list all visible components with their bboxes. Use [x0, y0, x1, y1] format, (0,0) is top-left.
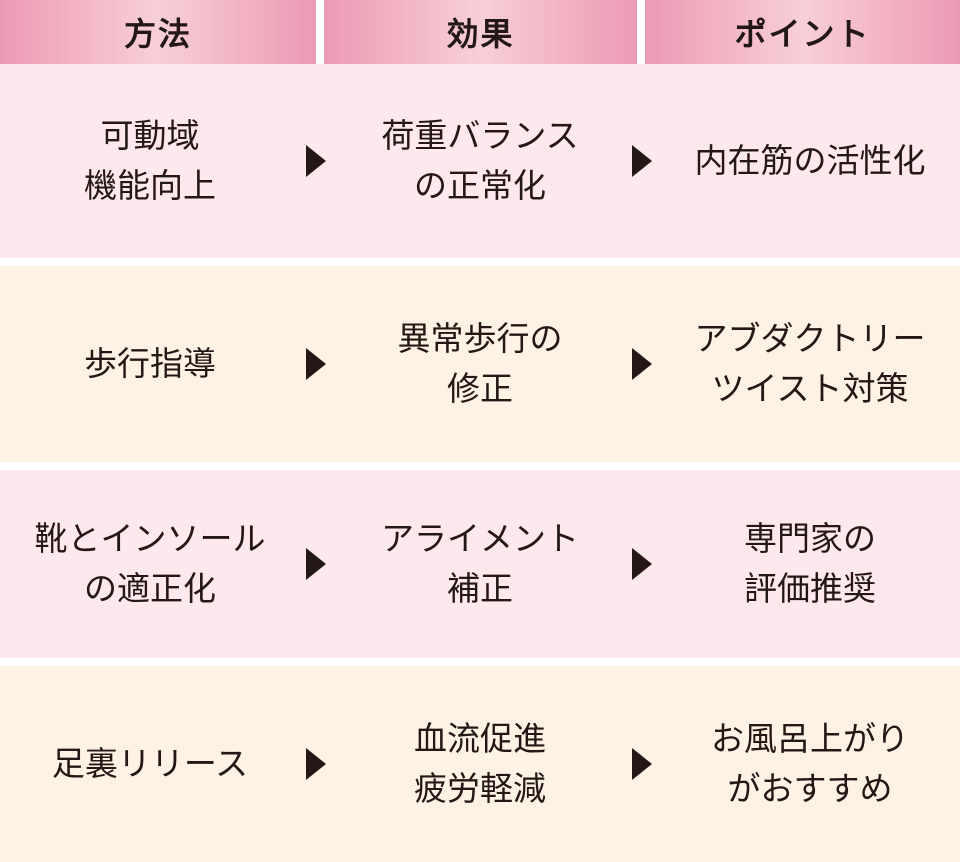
table-header: 方法 効果 ポイント — [0, 0, 960, 64]
triangle-right-icon — [306, 548, 326, 580]
effect-cell: 血流促進 疲労軽減 — [340, 666, 620, 862]
point-cell: 内在筋の活性化 — [660, 64, 960, 258]
point-cell: 専門家の 評価推奨 — [660, 470, 960, 658]
table-row: 歩行指導 異常歩行の 修正 アブダクトリー ツイスト対策 — [0, 266, 960, 462]
table-row: 靴とインソール の適正化 アライメント 補正 専門家の 評価推奨 — [0, 470, 960, 658]
point-text: 専門家の 評価推奨 — [744, 519, 876, 608]
method-cell: 靴とインソール の適正化 — [0, 470, 300, 658]
point-cell: お風呂上がり がおすすめ — [660, 666, 960, 862]
method-cell: 可動域 機能向上 — [0, 64, 300, 258]
point-text: アブダクトリー ツイスト対策 — [694, 319, 926, 408]
table-row: 足裏リリース 血流促進 疲労軽減 お風呂上がり がおすすめ — [0, 666, 960, 862]
table-row: 可動域 機能向上 荷重バランス の正常化 内在筋の活性化 — [0, 64, 960, 258]
effect-cell: 荷重バランス の正常化 — [340, 64, 620, 258]
method-cell: 足裏リリース — [0, 666, 300, 862]
effect-text: 荷重バランス の正常化 — [381, 116, 579, 205]
effect-text: アライメント 補正 — [381, 519, 579, 608]
triangle-right-icon — [632, 748, 652, 780]
triangle-right-icon — [632, 348, 652, 380]
header-method: 方法 — [0, 0, 316, 64]
triangle-right-icon — [632, 548, 652, 580]
effect-text: 血流促進 疲労軽減 — [414, 719, 546, 808]
point-text: 内在筋の活性化 — [694, 141, 926, 180]
method-text: 歩行指導 — [84, 344, 216, 383]
effect-text: 異常歩行の 修正 — [397, 319, 563, 408]
effect-cell: 異常歩行の 修正 — [340, 266, 620, 462]
header-point: ポイント — [645, 0, 960, 64]
method-cell: 歩行指導 — [0, 266, 300, 462]
method-text: 足裏リリース — [51, 744, 249, 783]
triangle-right-icon — [632, 145, 652, 177]
point-cell: アブダクトリー ツイスト対策 — [660, 266, 960, 462]
effect-cell: アライメント 補正 — [340, 470, 620, 658]
triangle-right-icon — [306, 348, 326, 380]
header-effect: 効果 — [324, 0, 637, 64]
point-text: お風呂上がり がおすすめ — [711, 719, 909, 808]
method-text: 靴とインソール の適正化 — [34, 519, 266, 608]
triangle-right-icon — [306, 145, 326, 177]
triangle-right-icon — [306, 748, 326, 780]
method-text: 可動域 機能向上 — [84, 116, 216, 205]
